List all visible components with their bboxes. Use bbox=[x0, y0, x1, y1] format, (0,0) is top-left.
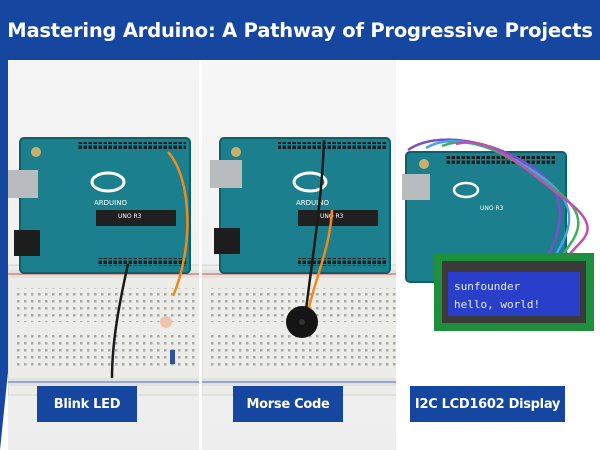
header-banner: Mastering Arduino: A Pathway of Progress… bbox=[0, 0, 600, 60]
project-label-lcd-display: I2C LCD1602 Display bbox=[410, 386, 565, 422]
project-photo-lcd-display: UNO R3 sunfounder hello, world! bbox=[396, 60, 600, 450]
board-brand-text: ARDUINO bbox=[94, 199, 127, 207]
board-brand-text: ARDUINO bbox=[296, 199, 329, 207]
project-photo-blink-led: ARDUINO UNO R3 bbox=[8, 60, 208, 450]
board-model-text: UNO R3 bbox=[480, 205, 504, 212]
project-photo-morse-code: ARDUINO UNO R3 bbox=[202, 60, 402, 450]
project-label-blink-led: Blink LED bbox=[37, 386, 137, 422]
project-label-morse-code: Morse Code bbox=[233, 386, 343, 422]
page-title: Mastering Arduino: A Pathway of Progress… bbox=[7, 18, 593, 42]
board-model-text: UNO R3 bbox=[118, 213, 142, 220]
lcd-line-2: hello, world! bbox=[454, 298, 540, 311]
lcd-line-1: sunfounder bbox=[454, 280, 521, 293]
